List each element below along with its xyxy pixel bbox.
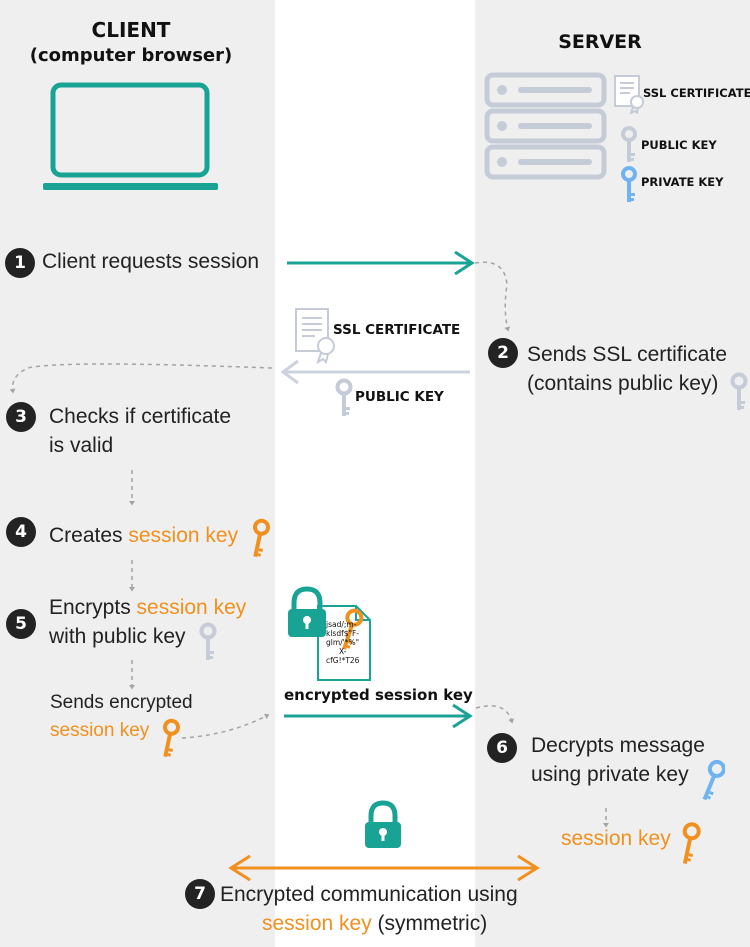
step-7-badge: 7 xyxy=(185,879,215,909)
server-private-key-label: PRIVATE KEY xyxy=(641,175,724,189)
laptop-icon xyxy=(43,82,218,190)
doc-text-5: cfG!*T26 xyxy=(326,656,360,665)
dashed-connector xyxy=(474,261,511,332)
step-7-line2: session key (symmetric) xyxy=(262,909,487,938)
certificate-icon xyxy=(614,75,644,114)
step-6-badge: 6 xyxy=(487,733,517,763)
client-column xyxy=(0,0,275,947)
doc-text-3: glm/'*%" xyxy=(326,638,359,647)
public-key-icon xyxy=(335,378,353,416)
step-4-session-key: session key xyxy=(128,524,239,547)
step-2-badge: 2 xyxy=(488,338,518,368)
step-3-line2: is valid xyxy=(49,434,114,457)
step-7-suffix: (symmetric) xyxy=(371,912,488,935)
step-1-text: Client requests session xyxy=(42,250,260,273)
public-key-icon xyxy=(199,622,217,660)
step-5-session-key: session key xyxy=(136,596,247,619)
client-subtitle: (computer browser) xyxy=(29,45,233,66)
step-7-line1: Encrypted communication using xyxy=(220,883,518,906)
step-2-line1: Sends SSL certificate xyxy=(527,343,727,366)
step-5-badge: 5 xyxy=(6,609,36,639)
dashed-connector xyxy=(181,713,270,739)
step-4-badge: 4 xyxy=(6,517,36,547)
dashed-connector xyxy=(475,705,515,724)
step-3-line1: Checks if certificate xyxy=(49,405,232,428)
server-title: SERVER xyxy=(558,31,642,53)
private-key-icon xyxy=(621,166,637,202)
step-7-session-key: session key xyxy=(262,912,372,935)
session-key-icon xyxy=(162,718,180,758)
session-key-icon xyxy=(682,822,701,864)
dashed-connector xyxy=(9,363,273,394)
step-6-line1: Decrypts message xyxy=(531,734,705,757)
session-key-icon xyxy=(252,518,270,558)
step-5-prefix: Encrypts xyxy=(49,596,137,619)
transfer-public-key-label: PUBLIC KEY xyxy=(355,389,444,405)
doc-text-2: klsdf$"F- xyxy=(326,629,359,638)
server-column xyxy=(475,0,750,947)
server-rack-icon xyxy=(484,72,607,180)
transfer-ssl-label: SSL CERTIFICATE xyxy=(333,322,461,338)
doc-text-1: jsad/;m- xyxy=(325,620,357,629)
encrypted-document-icon: jsad/;m- klsdf$"F- glm/'*%" X- cfG!*T26 xyxy=(288,586,371,681)
step-1-badge: 1 xyxy=(5,248,35,278)
server-public-key-label: PUBLIC KEY xyxy=(641,138,717,152)
step-6-session-key: session key xyxy=(561,827,671,850)
private-key-icon xyxy=(702,759,725,801)
certificate-icon xyxy=(295,308,335,364)
lock-icon xyxy=(365,800,401,848)
send-line1: Sends encrypted xyxy=(50,692,193,713)
step-4-prefix: Creates xyxy=(49,524,129,547)
step-3-badge: 3 xyxy=(6,402,36,432)
encrypted-key-label: encrypted session key xyxy=(284,686,473,704)
server-ssl-label: SSL CERTIFICATE xyxy=(643,86,750,100)
step-5-line2: with public key xyxy=(49,625,186,648)
public-key-icon xyxy=(621,126,637,162)
step-5-line1: Encrypts session key xyxy=(49,593,246,622)
step-4-text: Creates session key xyxy=(49,521,238,550)
send-session-key: session key xyxy=(50,720,150,741)
doc-text-4: X- xyxy=(339,647,347,656)
step-2-line2: (contains public key) xyxy=(527,372,719,395)
public-key-icon xyxy=(730,372,748,410)
client-title: CLIENT xyxy=(91,18,171,42)
step-6-line2: using private key xyxy=(531,763,689,786)
